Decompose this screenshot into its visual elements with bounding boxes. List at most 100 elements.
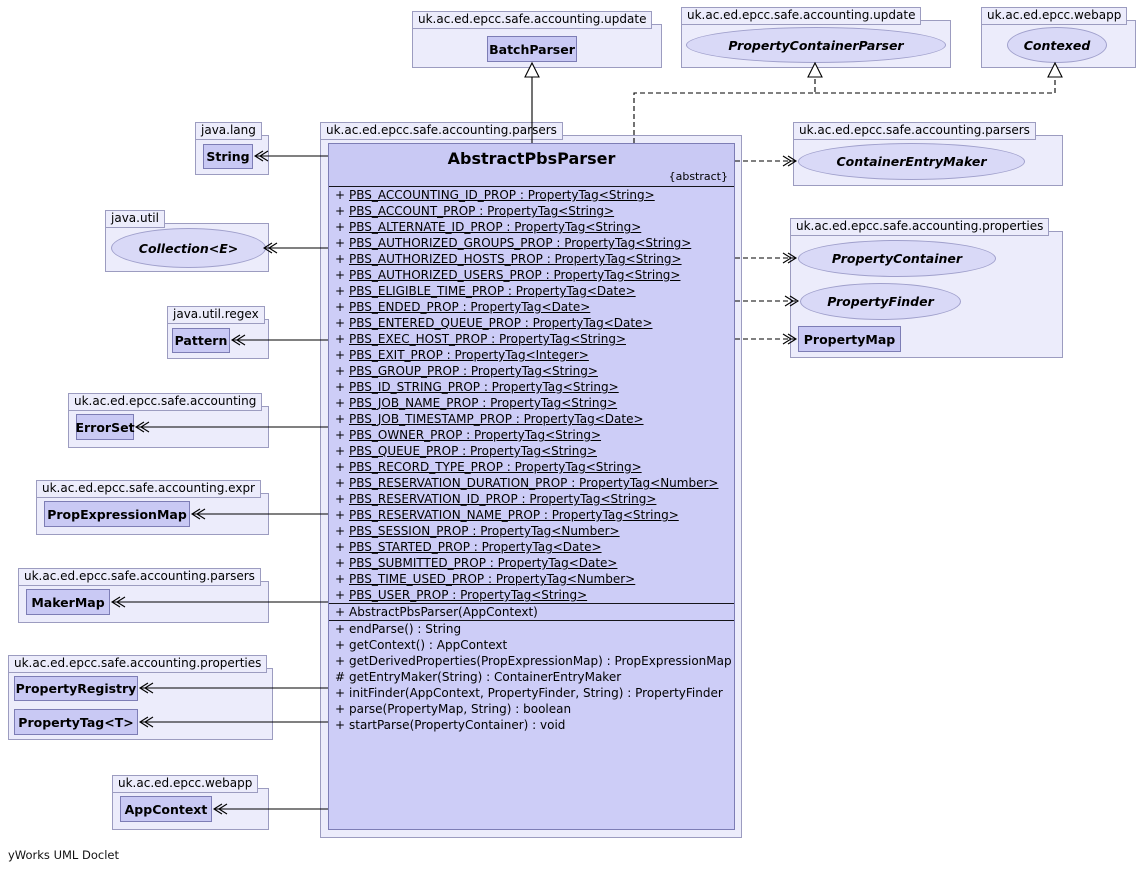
interface-node-containerentrymaker[interactable]: ContainerEntryMaker <box>798 143 1025 180</box>
attribute-text: PBS_AUTHORIZED_GROUPS_PROP : PropertyTag… <box>349 236 692 250</box>
attribute-text: PBS_RESERVATION_NAME_PROP : PropertyTag<… <box>349 508 679 522</box>
attribute-text: PBS_SESSION_PROP : PropertyTag<Number> <box>349 524 620 538</box>
attribute-text: PBS_ENTERED_QUEUE_PROP : PropertyTag<Dat… <box>349 316 653 330</box>
class-node-pattern[interactable]: Pattern <box>172 328 230 353</box>
attribute-row: + PBS_ENTERED_QUEUE_PROP : PropertyTag<D… <box>329 315 734 331</box>
package-label: uk.ac.ed.epcc.webapp <box>112 775 259 793</box>
class-node-propertytag[interactable]: PropertyTag<T> <box>14 709 138 735</box>
constructor-text: AbstractPbsParser(AppContext) <box>349 605 538 619</box>
class-node-appcontext[interactable]: AppContext <box>120 796 212 822</box>
class-node-string[interactable]: String <box>203 144 253 169</box>
attribute-row: + PBS_ELIGIBLE_TIME_PROP : PropertyTag<D… <box>329 283 734 299</box>
attribute-text: PBS_USER_PROP : PropertyTag<String> <box>349 588 588 602</box>
visibility-marker: + <box>335 444 346 458</box>
method-row: + endParse() : String <box>329 621 734 637</box>
attribute-text: PBS_EXEC_HOST_PROP : PropertyTag<String> <box>349 332 626 346</box>
method-text: getDerivedProperties(PropExpressionMap) … <box>349 654 732 668</box>
empty-compartment-space <box>329 733 734 829</box>
package-label: java.lang <box>195 122 262 140</box>
visibility-marker: + <box>335 605 346 619</box>
attribute-row: + PBS_AUTHORIZED_USERS_PROP : PropertyTa… <box>329 267 734 283</box>
class-node-abstractpbsparser[interactable]: AbstractPbsParser {abstract} + PBS_ACCOU… <box>328 143 735 830</box>
visibility-marker: + <box>335 428 346 442</box>
attribute-text: PBS_AUTHORIZED_HOSTS_PROP : PropertyTag<… <box>349 252 682 266</box>
package-label: uk.ac.ed.epcc.safe.accounting <box>68 393 263 411</box>
attribute-text: PBS_TIME_USED_PROP : PropertyTag<Number> <box>349 572 636 586</box>
methods-compartment: + endParse() : String + getContext() : A… <box>329 620 734 733</box>
class-node-makermap[interactable]: MakerMap <box>26 589 110 615</box>
attribute-row: + PBS_JOB_TIMESTAMP_PROP : PropertyTag<D… <box>329 411 734 427</box>
attributes-compartment: + PBS_ACCOUNTING_ID_PROP : PropertyTag<S… <box>329 186 734 603</box>
visibility-marker: + <box>335 204 346 218</box>
class-node-propertymap[interactable]: PropertyMap <box>798 326 901 352</box>
attribute-text: PBS_OWNER_PROP : PropertyTag<String> <box>349 428 602 442</box>
attribute-row: + PBS_RESERVATION_DURATION_PROP : Proper… <box>329 475 734 491</box>
attribute-row: + PBS_SUBMITTED_PROP : PropertyTag<Date> <box>329 555 734 571</box>
class-name: AbstractPbsParser <box>447 149 616 168</box>
method-row: + getContext() : AppContext <box>329 637 734 653</box>
method-row: + initFinder(AppContext, PropertyFinder,… <box>329 685 734 701</box>
attribute-text: PBS_QUEUE_PROP : PropertyTag<String> <box>349 444 597 458</box>
package-label: uk.ac.ed.epcc.safe.accounting.expr <box>36 480 261 498</box>
visibility-marker: + <box>335 316 346 330</box>
attribute-row: + PBS_JOB_NAME_PROP : PropertyTag<String… <box>329 395 734 411</box>
class-header: AbstractPbsParser {abstract} <box>329 144 734 186</box>
attribute-text: PBS_RECORD_TYPE_PROP : PropertyTag<Strin… <box>349 460 642 474</box>
attribute-row: + PBS_AUTHORIZED_HOSTS_PROP : PropertyTa… <box>329 251 734 267</box>
method-text: getEntryMaker(String) : ContainerEntryMa… <box>349 670 622 684</box>
attribute-text: PBS_SUBMITTED_PROP : PropertyTag<Date> <box>349 556 618 570</box>
attribute-row: + PBS_QUEUE_PROP : PropertyTag<String> <box>329 443 734 459</box>
package-label: uk.ac.ed.epcc.webapp <box>981 7 1128 25</box>
visibility-marker: + <box>335 476 346 490</box>
interface-node-propertycontainerparser[interactable]: PropertyContainerParser <box>686 27 946 63</box>
attribute-text: PBS_AUTHORIZED_USERS_PROP : PropertyTag<… <box>349 268 681 282</box>
package-label: uk.ac.ed.epcc.safe.accounting.parsers <box>320 122 563 140</box>
interface-node-contexed[interactable]: Contexed <box>1007 27 1107 63</box>
attribute-row: + PBS_SESSION_PROP : PropertyTag<Number> <box>329 523 734 539</box>
class-stereotype: {abstract} <box>668 170 728 183</box>
class-node-batchparser[interactable]: BatchParser <box>487 36 577 62</box>
interface-node-propertyfinder[interactable]: PropertyFinder <box>800 283 961 320</box>
visibility-marker: + <box>335 380 346 394</box>
visibility-marker: + <box>335 236 346 250</box>
visibility-marker: + <box>335 332 346 346</box>
visibility-marker: + <box>335 364 346 378</box>
method-row: + getDerivedProperties(PropExpressionMap… <box>329 653 734 669</box>
attribute-row: + PBS_RECORD_TYPE_PROP : PropertyTag<Str… <box>329 459 734 475</box>
attribute-row: + PBS_ID_STRING_PROP : PropertyTag<Strin… <box>329 379 734 395</box>
attribute-text: PBS_EXIT_PROP : PropertyTag<Integer> <box>349 348 589 362</box>
visibility-marker: + <box>335 460 346 474</box>
visibility-marker: + <box>335 702 346 716</box>
visibility-marker: # <box>335 670 346 684</box>
class-node-propexpressionmap[interactable]: PropExpressionMap <box>44 501 190 527</box>
visibility-marker: + <box>335 524 346 538</box>
visibility-marker: + <box>335 268 346 282</box>
constructor-row: + AbstractPbsParser(AppContext) <box>329 604 734 620</box>
attribute-row: + PBS_ENDED_PROP : PropertyTag<Date> <box>329 299 734 315</box>
method-text: endParse() : String <box>349 622 462 636</box>
method-row: + parse(PropertyMap, String) : boolean <box>329 701 734 717</box>
attribute-row: + PBS_RESERVATION_NAME_PROP : PropertyTa… <box>329 507 734 523</box>
attribute-text: PBS_ACCOUNT_PROP : PropertyTag<String> <box>349 204 615 218</box>
method-row: # getEntryMaker(String) : ContainerEntry… <box>329 669 734 685</box>
attribute-row: + PBS_GROUP_PROP : PropertyTag<String> <box>329 363 734 379</box>
interface-node-propertycontainer[interactable]: PropertyContainer <box>798 240 996 277</box>
interface-node-collection[interactable]: Collection<E> <box>111 228 266 268</box>
method-text: initFinder(AppContext, PropertyFinder, S… <box>349 686 723 700</box>
attribute-text: PBS_ENDED_PROP : PropertyTag<Date> <box>349 300 591 314</box>
attribute-row: + PBS_TIME_USED_PROP : PropertyTag<Numbe… <box>329 571 734 587</box>
edge-implements-contexed <box>815 77 1056 94</box>
visibility-marker: + <box>335 188 346 202</box>
generator-credit: yWorks UML Doclet <box>8 848 119 862</box>
constructors-compartment: + AbstractPbsParser(AppContext) <box>329 603 734 620</box>
attribute-row: + PBS_AUTHORIZED_GROUPS_PROP : PropertyT… <box>329 235 734 251</box>
visibility-marker: + <box>335 718 346 732</box>
visibility-marker: + <box>335 492 346 506</box>
class-node-propertyregistry[interactable]: PropertyRegistry <box>14 676 138 701</box>
class-node-errorset[interactable]: ErrorSet <box>75 414 135 440</box>
attribute-row: + PBS_EXEC_HOST_PROP : PropertyTag<Strin… <box>329 331 734 347</box>
package-label: uk.ac.ed.epcc.safe.accounting.update <box>412 11 653 29</box>
visibility-marker: + <box>335 540 346 554</box>
attribute-row: + PBS_ACCOUNT_PROP : PropertyTag<String> <box>329 203 734 219</box>
